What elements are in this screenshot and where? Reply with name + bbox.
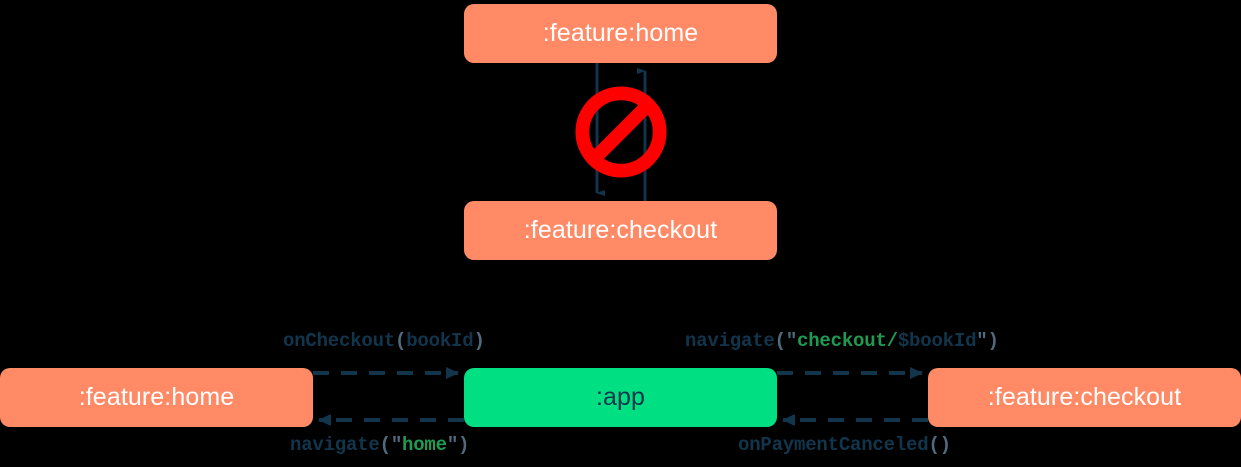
code-token-paren-open: ( <box>774 330 786 352</box>
node-label: :feature:checkout <box>523 216 718 244</box>
code-token-paren-close: ) <box>473 330 485 352</box>
edge-label-navigate-home: navigate("home") <box>290 434 469 456</box>
code-token-paren-close: ) <box>458 434 470 456</box>
code-token-quote-close: " <box>976 330 988 352</box>
code-token-quote-open: " <box>785 330 798 352</box>
node-label: :feature:home <box>78 383 235 411</box>
code-token-function: navigate <box>290 434 380 456</box>
edge-label-navigate-checkout: navigate("checkout/$bookId") <box>685 330 999 352</box>
code-token-paren-open: ( <box>395 330 407 352</box>
code-token-function: navigate <box>685 330 775 352</box>
code-token-string: home <box>402 434 447 456</box>
code-token-paren-close: ) <box>987 330 999 352</box>
node-app[interactable]: :app <box>464 368 777 427</box>
code-token-quote-open: " <box>390 434 403 456</box>
node-feature-home-bottom[interactable]: :feature:home <box>0 368 313 427</box>
forbidden-icon <box>575 86 667 178</box>
code-token-function: onCheckout <box>283 330 396 352</box>
node-feature-home-top[interactable]: :feature:home <box>464 4 777 63</box>
node-label: :feature:home <box>542 19 699 47</box>
edge-label-onpaymentcanceled: onPaymentCanceled() <box>738 434 951 456</box>
code-token-quote-close: " <box>446 434 459 456</box>
code-token-paren-open: ( <box>379 434 391 456</box>
node-feature-checkout-top[interactable]: :feature:checkout <box>464 201 777 260</box>
node-feature-checkout-bottom[interactable]: :feature:checkout <box>928 368 1241 427</box>
code-token-argument: bookId <box>406 330 474 352</box>
code-token-function: onPaymentCanceled <box>738 434 929 456</box>
edge-label-oncheckout: onCheckout(bookId) <box>283 330 485 352</box>
code-token-parens: () <box>928 434 951 456</box>
code-token-string: checkout/ <box>797 330 898 352</box>
node-label: :app <box>595 383 646 411</box>
code-token-variable: $bookId <box>897 330 977 352</box>
node-label: :feature:checkout <box>987 383 1182 411</box>
